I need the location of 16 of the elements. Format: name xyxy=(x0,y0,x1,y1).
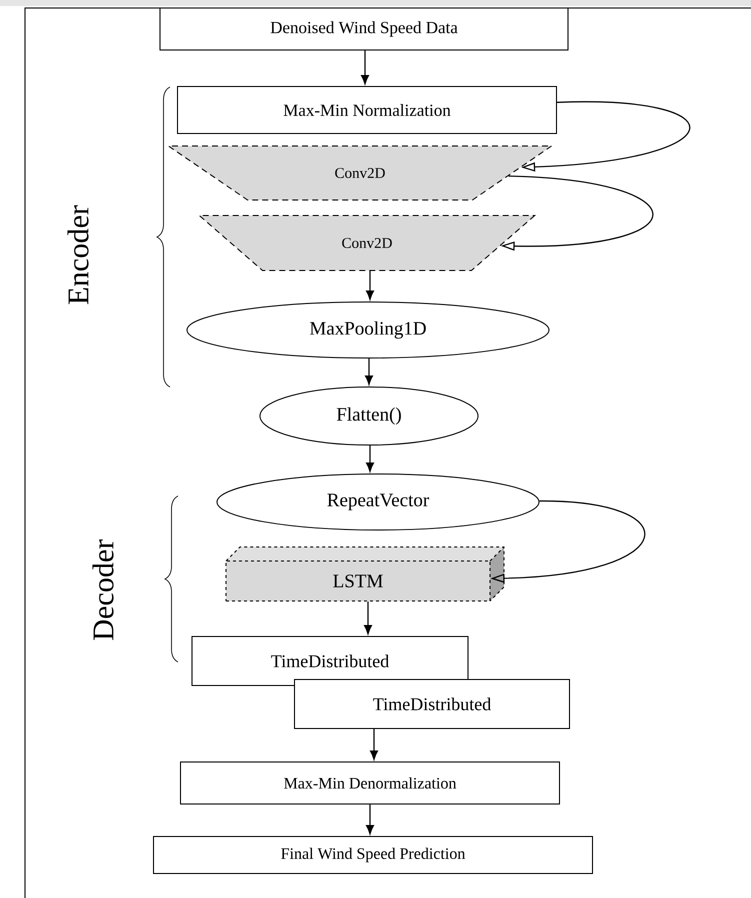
arrow xyxy=(366,446,374,472)
arrow xyxy=(360,50,369,84)
arrow xyxy=(364,602,372,634)
process-box: TimeDistributed xyxy=(192,636,468,686)
process-box: Denoised Wind Speed Data xyxy=(160,8,568,50)
process-box: TimeDistributed xyxy=(294,679,570,729)
arrow xyxy=(366,804,374,834)
process-box: Max-Min Normalization xyxy=(177,86,557,134)
arrow xyxy=(366,271,374,300)
process-box: Final Wind Speed Prediction xyxy=(153,836,593,874)
section-label: Encoder xyxy=(67,205,89,304)
arrow xyxy=(364,358,373,385)
section-label: Decoder xyxy=(92,539,114,640)
process-box: Max-Min Denormalization xyxy=(180,762,560,804)
layer-block: LSTM xyxy=(226,546,504,602)
arrow xyxy=(370,729,378,760)
